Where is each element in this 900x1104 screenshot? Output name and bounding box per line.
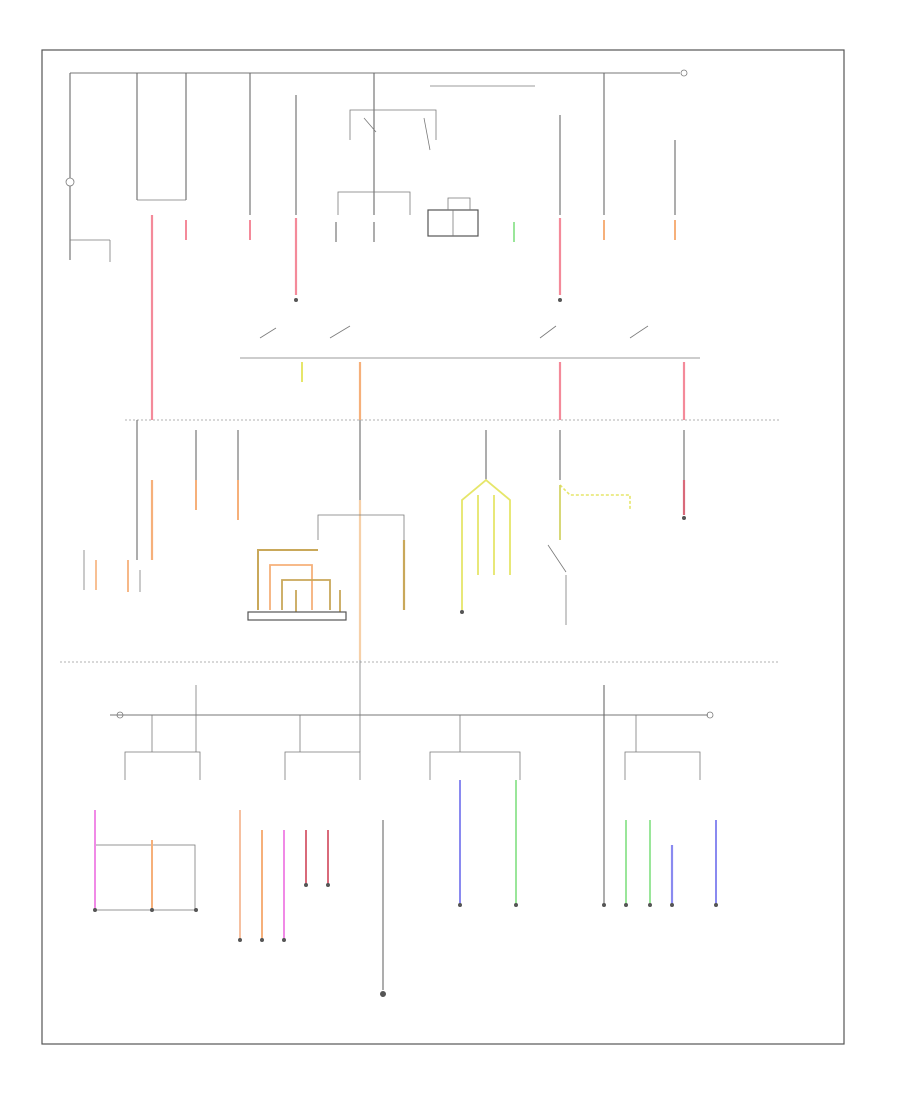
- relay-2: [284, 751, 361, 780]
- relay-1: [124, 751, 201, 780]
- bottom-connector-left: [116, 711, 124, 719]
- top-relay-coil: [423, 117, 431, 151]
- battery-terminal: [65, 177, 75, 187]
- lower-left-box: [94, 844, 196, 911]
- relay-output-bracket: [337, 191, 411, 215]
- mid-connector-block: [247, 611, 347, 621]
- wire-olive-cluster-2: [281, 579, 331, 610]
- ign-switch-4: [629, 325, 649, 339]
- ign-switch-3: [539, 325, 557, 339]
- terminal-dots: [93, 298, 718, 942]
- bottom-connector-right: [706, 711, 714, 719]
- top-relay-contact: [363, 117, 377, 133]
- wire-olive-cluster-1: [257, 549, 318, 610]
- mid-junction-bracket: [317, 514, 405, 540]
- wire-orange-cluster: [269, 564, 313, 610]
- top-relay-box: [349, 109, 437, 140]
- ground-point-center: [380, 991, 386, 997]
- wire-yellow-dashed: [559, 484, 631, 510]
- relay-top-link: [447, 197, 471, 210]
- ign-switch-2: [329, 325, 351, 339]
- diagram-border: [41, 49, 845, 1045]
- relay-4: [624, 751, 701, 780]
- wire-yellow-fan: [461, 478, 511, 610]
- relay-3: [429, 751, 521, 780]
- ign-switch-1: [259, 327, 277, 339]
- top-connector-circle: [680, 69, 688, 77]
- mid-right-switch: [547, 544, 567, 573]
